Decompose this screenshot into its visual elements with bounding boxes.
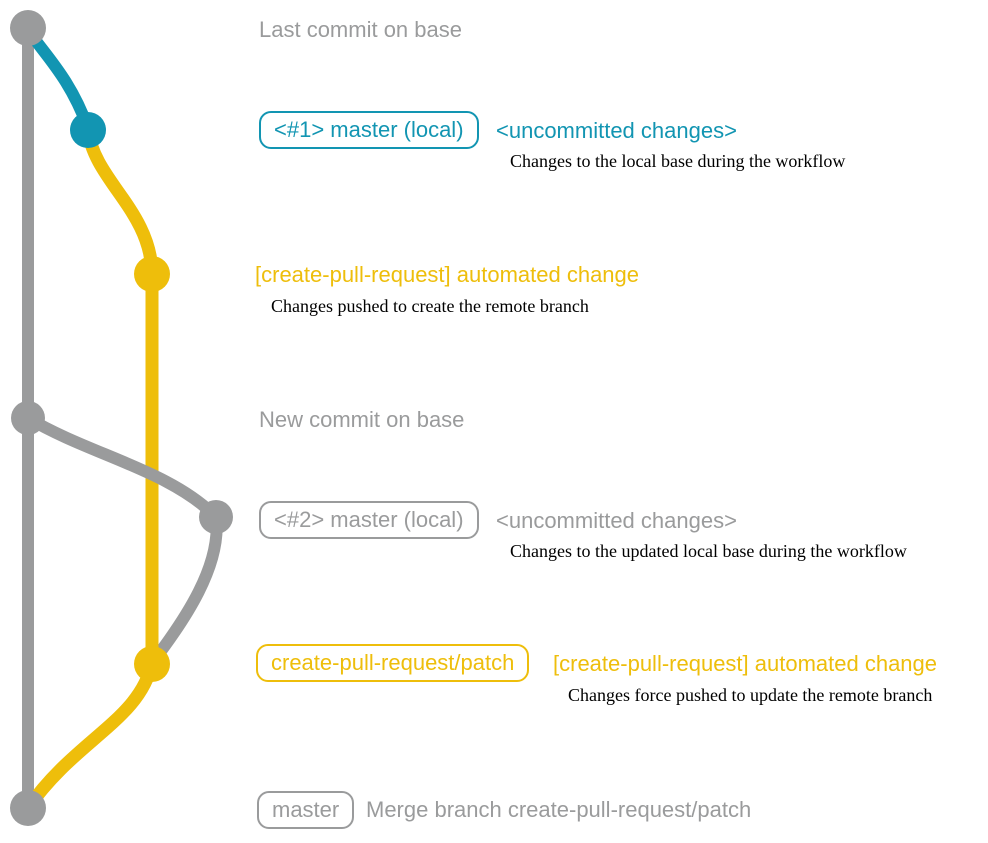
commit-graph bbox=[10, 10, 233, 826]
merge-to-master-curve bbox=[22, 661, 159, 812]
commit-patch-2 bbox=[134, 646, 170, 682]
commit-merge bbox=[10, 790, 46, 826]
heading-uncommitted-changes-1: <uncommitted changes> bbox=[496, 118, 737, 143]
badge-master-local-2: <#2> master (local) bbox=[259, 501, 479, 539]
commit-patch-1 bbox=[134, 256, 170, 292]
badge-master: master bbox=[257, 791, 355, 829]
commit-local-2 bbox=[199, 500, 233, 534]
patch-branch-curve-1 bbox=[81, 128, 159, 273]
heading-automated-change-2: [create-pull-request] automated change bbox=[553, 651, 938, 676]
heading-uncommitted-changes-2: <uncommitted changes> bbox=[496, 508, 737, 533]
commit-local-1 bbox=[70, 112, 106, 148]
heading-automated-change-1: [create-pull-request] automated change bbox=[255, 262, 640, 287]
local-branch-1-curve bbox=[23, 26, 94, 131]
desc-automated-change-2: Changes force pushed to update the remot… bbox=[568, 685, 933, 705]
rebase-merge-curve bbox=[147, 516, 223, 667]
desc-automated-change-1: Changes pushed to create the remote bran… bbox=[271, 296, 589, 316]
desc-uncommitted-changes-2: Changes to the updated local base during… bbox=[510, 541, 907, 561]
badge-master-local-1: <#1> master (local) bbox=[259, 111, 479, 149]
commit-new-on-base bbox=[11, 401, 45, 435]
label-merge-branch: Merge branch create-pull-request/patch bbox=[366, 797, 752, 822]
badge-create-pull-request-patch: create-pull-request/patch bbox=[256, 644, 530, 682]
label-new-commit-on-base: New commit on base bbox=[259, 407, 465, 432]
local-branch-2-curve bbox=[24, 412, 221, 522]
desc-uncommitted-changes-1: Changes to the local base during the wor… bbox=[510, 151, 846, 171]
label-last-commit-on-base: Last commit on base bbox=[259, 17, 462, 42]
commit-last-on-base bbox=[10, 10, 46, 46]
